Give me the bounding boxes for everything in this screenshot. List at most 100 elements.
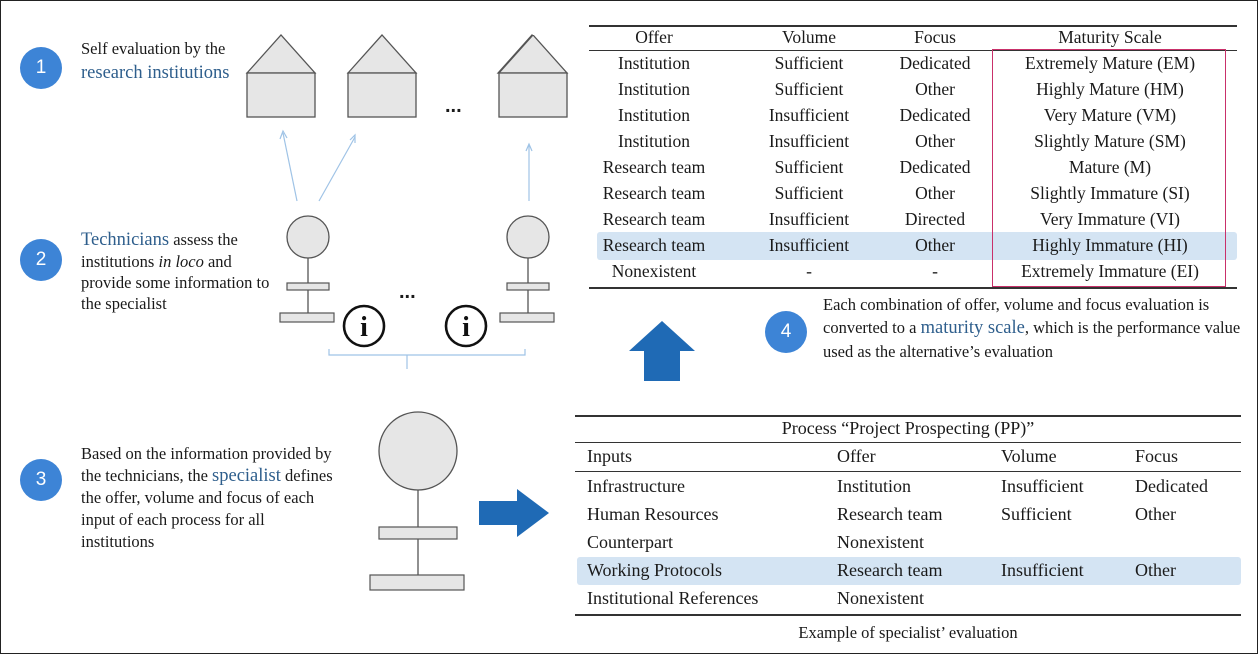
maturity-scale-box [992, 49, 1226, 287]
cell-maturity: Very Mature (VM) [1043, 105, 1177, 125]
header-offer: Offer [635, 27, 673, 47]
cell-focus: Other [915, 235, 955, 255]
person-icon [499, 215, 555, 323]
table-row: Institution Sufficient Other Highly Mature … [589, 77, 1237, 103]
proc-highlighted-row-band [577, 557, 1241, 585]
cell-offer: Research team [602, 157, 706, 177]
person-icon [279, 215, 335, 323]
cell-volume: - [806, 261, 812, 281]
proc-header-offer: Offer [837, 446, 876, 466]
step-3-text-a: Based on the information provided by the… [81, 444, 332, 485]
cell-volume: Sufficient [1001, 504, 1072, 524]
step-4-number: 4 [780, 321, 792, 342]
cell-volume: Sufficient [774, 183, 844, 203]
proc-header-focus: Focus [1135, 446, 1179, 466]
info-glyph: i [360, 312, 368, 343]
step-3-text-b: defines the offer, volume and focus of e… [81, 466, 333, 551]
step-2-badge: 2 [20, 239, 62, 281]
cell-focus: Other [915, 79, 955, 99]
table-row: Nonexistent - - Extremely Immature (EI) [589, 259, 1237, 285]
info-icon: i [444, 304, 488, 348]
cell-offer: Nonexistent [611, 261, 697, 281]
step-1-text-a: Self evaluation by the [81, 39, 226, 58]
step-3-text: Based on the information provided by the… [81, 443, 341, 553]
connector-lines [279, 129, 533, 369]
technicians-ellipsis: ... [399, 281, 416, 303]
cell-maturity: Extremely Immature (EI) [1021, 261, 1199, 281]
step-2-text: Technicians assess the institutions in l… [81, 229, 281, 314]
cell-maturity: Mature (M) [1068, 157, 1152, 177]
step-4-badge: 4 [765, 311, 807, 353]
step-1-highlight: research institutions [81, 63, 230, 83]
step-3-badge: 3 [20, 459, 62, 501]
cell-volume: Insufficient [768, 209, 850, 229]
cell-input: Institutional References [587, 588, 759, 608]
cell-focus: Other [915, 183, 955, 203]
step-4-text-a: Each combination of offer, volume and fo… [823, 295, 1210, 337]
person-icon [369, 411, 465, 591]
step-4-highlight: maturity scale [920, 318, 1025, 338]
step-2-text-a: assess the institutions [81, 230, 238, 271]
proc-title-row: Process “Project Prospecting (PP)” [575, 415, 1241, 443]
info-glyph: i [462, 312, 470, 343]
cell-focus: Other [1135, 560, 1176, 580]
table-header-row: Offer Volume Focus Maturity Scale [589, 25, 1237, 51]
cell-input: Human Resources [587, 504, 719, 524]
table-header-rule [589, 50, 1237, 51]
cell-volume: Insufficient [1001, 476, 1084, 496]
proc-bottom-rule [575, 614, 1241, 616]
proc-header-rule [575, 471, 1241, 472]
cell-offer: Institution [618, 105, 690, 125]
cell-maturity: Slightly Immature (SI) [1030, 183, 1190, 203]
proc-title: Process “Project Prospecting (PP)” [781, 418, 1035, 438]
cell-offer: Institution [618, 79, 690, 99]
cell-offer: Research team [837, 560, 943, 580]
step-4-text-b: , which is the performance value used as… [823, 318, 1241, 361]
step-2-text-b: and provide some information to the spec… [81, 252, 270, 313]
house-icon [245, 34, 317, 118]
cell-maturity: Extremely Mature (EM) [1024, 53, 1196, 73]
cell-input: Counterpart [587, 532, 673, 552]
cell-focus: Other [915, 131, 955, 151]
header-focus: Focus [914, 27, 956, 47]
step-2-italic: in loco [158, 252, 204, 271]
cell-maturity: Very Immature (VI) [1040, 209, 1180, 229]
cell-offer: Research team [602, 183, 706, 203]
info-icon: i [342, 304, 386, 348]
cell-input: Infrastructure [587, 476, 685, 496]
house-icon [497, 35, 569, 118]
step-1-badge: 1 [20, 47, 62, 89]
step-1-text: Self evaluation by the research institut… [81, 37, 241, 85]
proc-header-row: Inputs Offer Volume Focus [575, 443, 1241, 471]
process-table-caption: Example of specialist’ evaluation [798, 623, 1018, 642]
cell-maturity: Slightly Mature (SM) [1034, 131, 1186, 151]
cell-volume: Sufficient [774, 157, 844, 177]
step-2-highlight: Technicians [81, 230, 170, 250]
table-row: Research team Sufficient Other Slightly Imm… [589, 181, 1237, 207]
step-1-number: 1 [35, 57, 47, 78]
cell-focus: Directed [904, 209, 966, 229]
cell-focus: Dedicated [899, 105, 971, 125]
highlighted-row-band [597, 232, 1237, 260]
cell-volume: Sufficient [774, 79, 844, 99]
table-bottom-rule [589, 287, 1237, 289]
cell-focus: - [932, 261, 938, 281]
cell-offer: Research team [602, 235, 706, 255]
table-top-rule [589, 25, 1237, 27]
cell-offer: Institution [837, 476, 912, 496]
cell-focus: Dedicated [899, 157, 971, 177]
house-icon [346, 34, 418, 118]
cell-volume: Insufficient [768, 235, 850, 255]
step-3-highlight: specialist [212, 466, 281, 486]
header-volume: Volume [781, 27, 837, 47]
cell-maturity: Highly Mature (HM) [1036, 79, 1184, 99]
step-4-text: Each combination of offer, volume and fo… [823, 293, 1243, 363]
cell-offer: Research team [837, 504, 943, 524]
